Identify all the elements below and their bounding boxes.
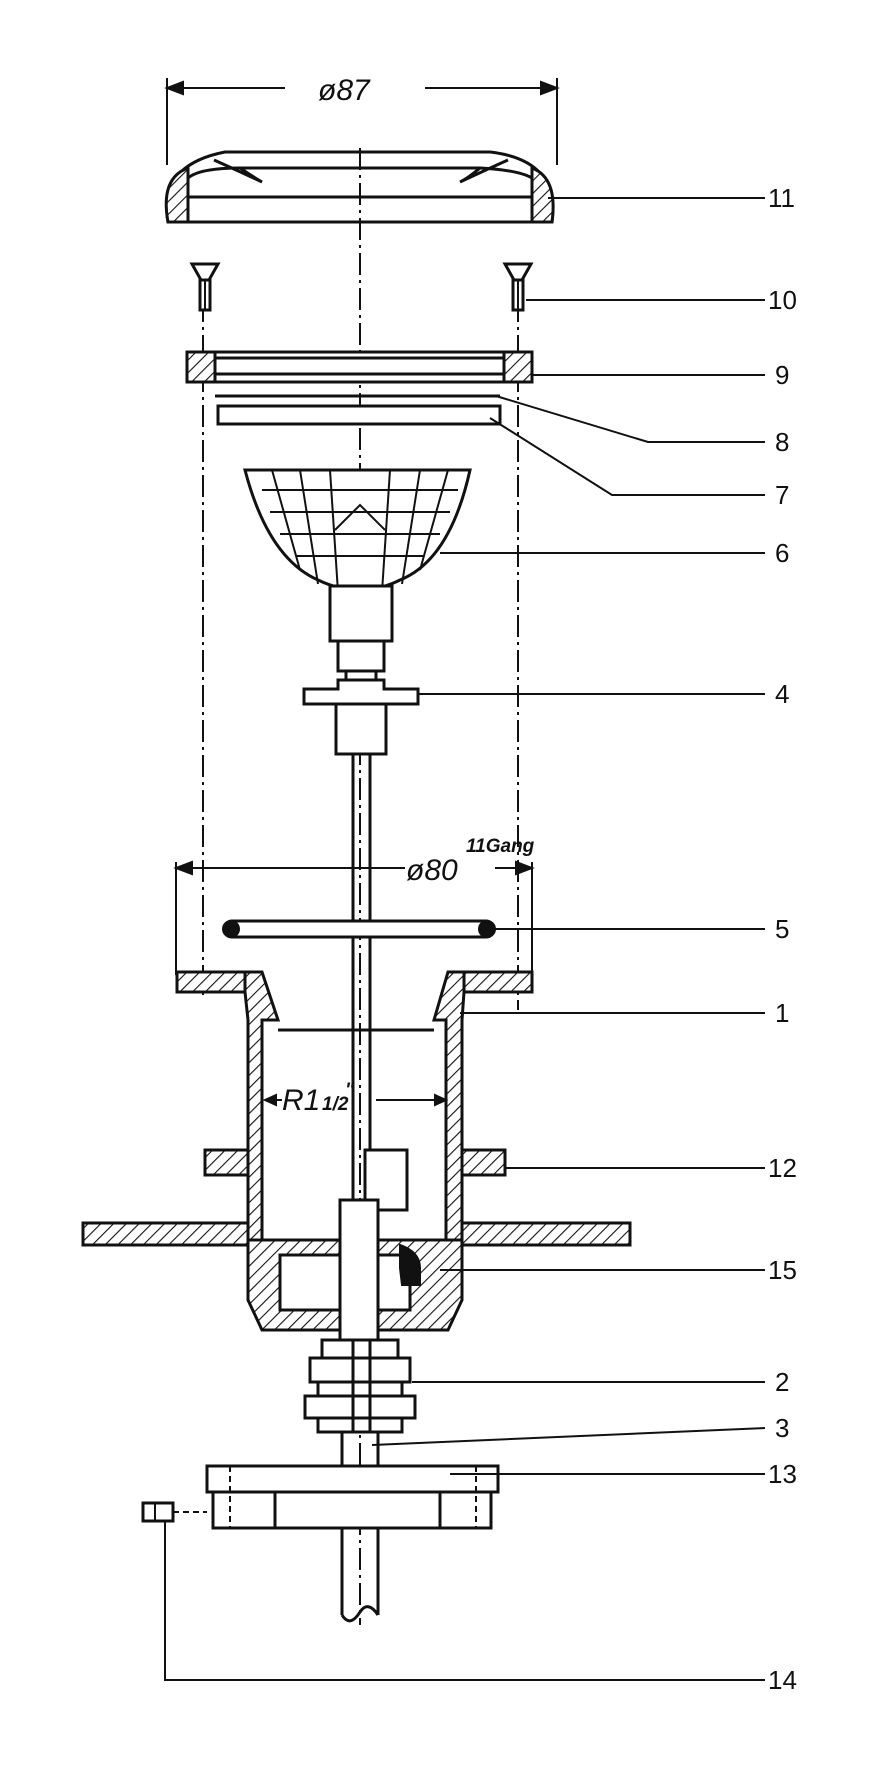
callout-11: 11 [768,183,795,213]
thread-mark-label: " [345,1080,355,1101]
callout-8: 8 [775,427,789,457]
flange-note-label: 11Gang [466,836,535,857]
part-11-cover-ring [164,150,555,224]
callout-14: 14 [768,1665,797,1695]
callout-9: 9 [775,360,789,390]
callout-15: 15 [768,1255,797,1285]
callout-4: 4 [775,679,789,709]
part-7-glass-disc [216,404,502,426]
part-2-cable-gland [303,1338,417,1434]
flange-diameter-label: ø80 [406,854,458,887]
part-14-grub-screw [141,1501,207,1523]
callout-12: 12 [768,1153,797,1183]
part-4-lamp-socket [302,669,420,1200]
part-5-o-ring [222,919,496,939]
callout-2: 2 [775,1367,789,1397]
leader-lines [164,197,766,1681]
mounting-plate [81,1221,632,1247]
part-15-bottom-insert [246,1198,464,1342]
thread-fraction-label: 1/2 [322,1094,349,1115]
callout-7: 7 [775,480,789,510]
part-9-retaining-ring [185,350,534,384]
callout-5: 5 [775,914,789,944]
part-13-clamp-ring [205,1464,500,1530]
callout-10: 10 [768,285,797,315]
dimension-flange-diameter: ø80 11Gang [173,836,535,975]
part-6-reflector-lamp [243,468,472,673]
callout-13: 13 [768,1459,797,1489]
part-10-screw-left [189,262,221,312]
callout-3: 3 [775,1413,789,1443]
thread-size-label: R1 [282,1084,320,1117]
part-12-lock-nut [203,1148,507,1177]
callout-1: 1 [775,998,789,1028]
thread-note: R1 1/2 " [262,1080,449,1117]
callout-6: 6 [775,538,789,568]
dimension-top-diameter: ø87 [164,74,560,165]
top-diameter-label: ø87 [318,74,371,107]
part-10-screw-right [502,262,534,312]
